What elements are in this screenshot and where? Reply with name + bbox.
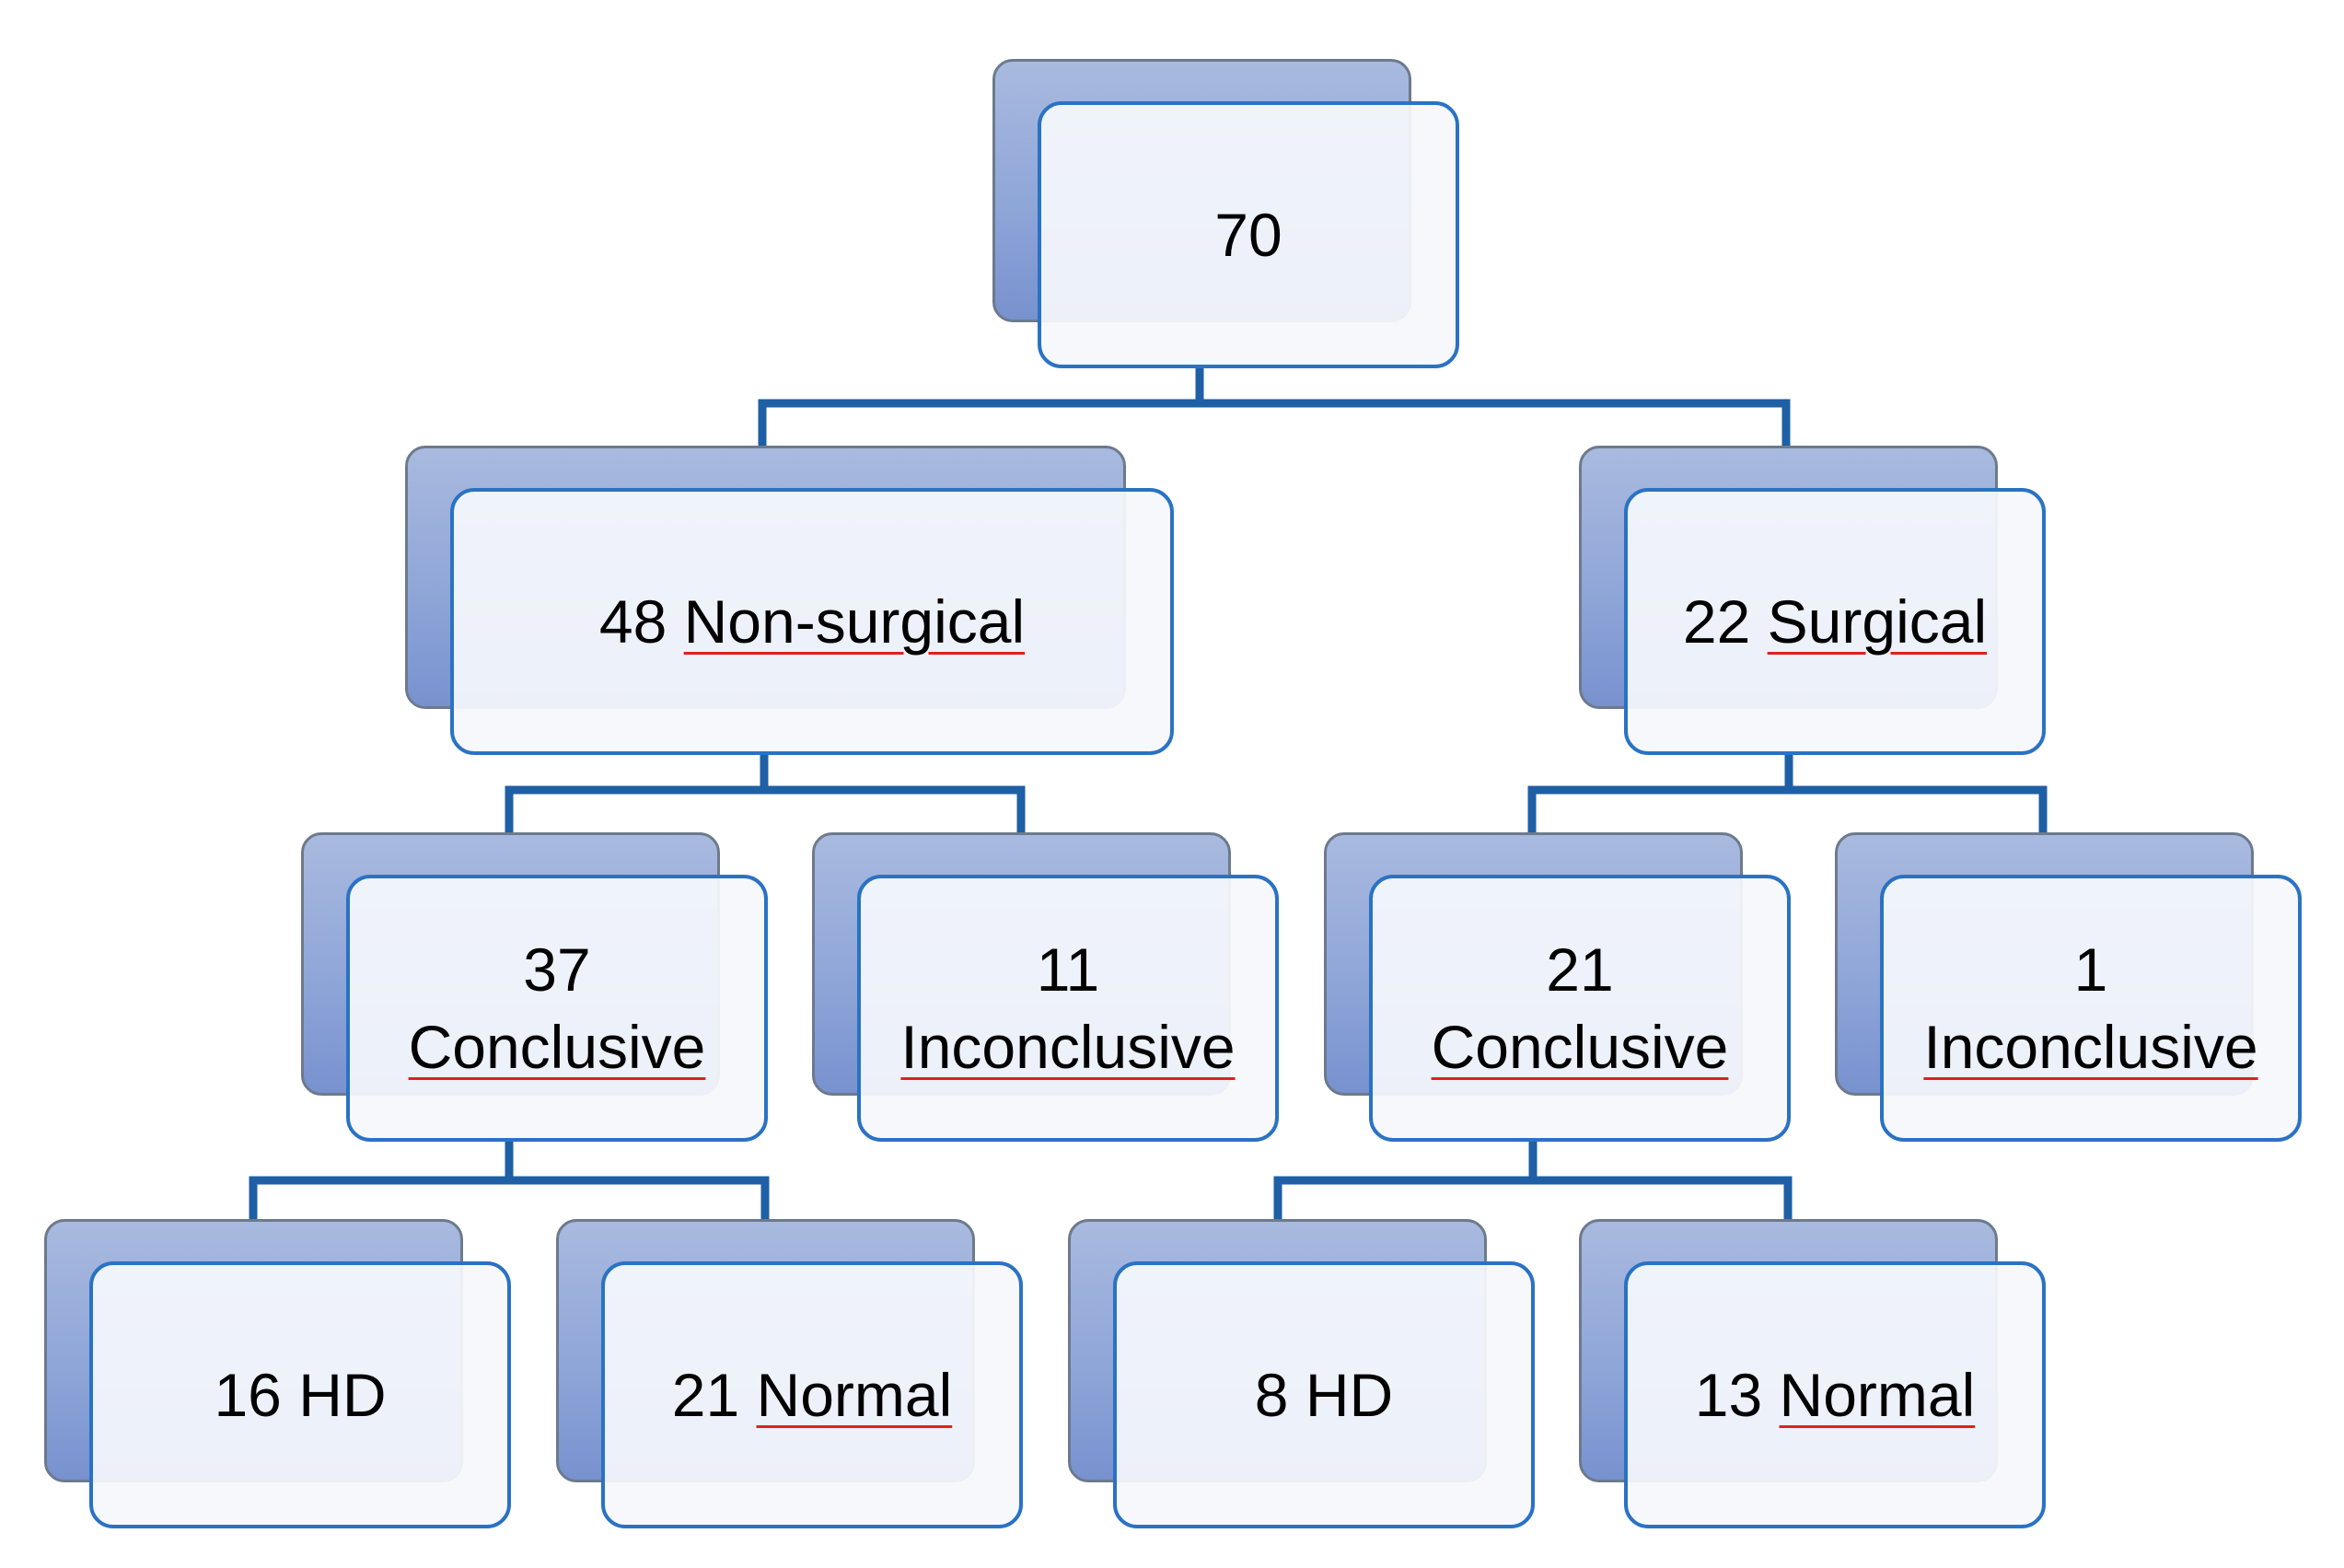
node-label: HD <box>1305 1360 1394 1429</box>
node-box: 13 Normal <box>1624 1261 2046 1528</box>
node-count: 16 <box>214 1360 282 1429</box>
node-count: 11 <box>1036 935 1100 1004</box>
node-label: Conclusive <box>408 1013 706 1081</box>
node-count: 8 <box>1254 1360 1289 1429</box>
node-count: 13 <box>1694 1360 1763 1429</box>
node-label: Normal <box>756 1360 953 1429</box>
connector-surgical <box>1527 755 2048 833</box>
node-count: 37 <box>523 935 591 1004</box>
node-label: Inconclusive <box>900 1013 1236 1081</box>
node-box: 22 Surgical <box>1624 488 2046 755</box>
node-box: 16 HD <box>89 1261 511 1528</box>
node-box: 8 HD <box>1113 1261 1535 1528</box>
node-count: 70 <box>1214 200 1282 269</box>
node-box: 70 <box>1038 101 1459 368</box>
connector-nonsurgical <box>505 755 1026 833</box>
node-count: 21 <box>1546 935 1614 1004</box>
node-label: HD <box>298 1360 387 1429</box>
node-label: Surgical <box>1767 587 1988 656</box>
node-box: 48 Non-surgical <box>450 488 1174 755</box>
node-label: Non-surgical <box>683 587 1026 656</box>
connector-root <box>758 368 1791 447</box>
node-label: Conclusive <box>1431 1013 1729 1081</box>
node-label: Normal <box>1779 1360 1976 1429</box>
node-count: 22 <box>1682 587 1751 656</box>
node-count: 1 <box>2073 935 2108 1004</box>
node-count: 21 <box>671 1360 740 1429</box>
node-count: 48 <box>598 587 667 656</box>
connector-s-conclusive <box>1273 1142 1793 1220</box>
node-label: Inconclusive <box>1923 1013 2258 1081</box>
node-box: 21 Normal <box>601 1261 1023 1528</box>
connector-ns-conclusive <box>249 1142 770 1220</box>
